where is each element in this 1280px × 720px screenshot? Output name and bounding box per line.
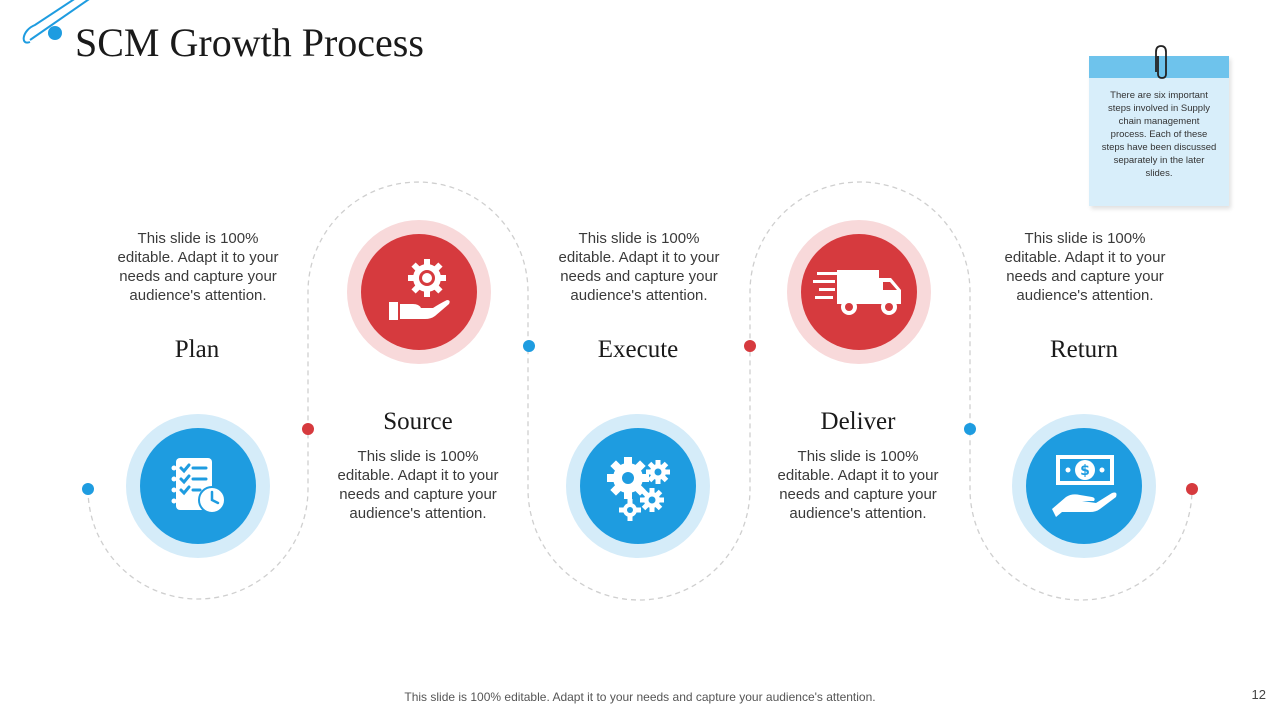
gear-hand-icon [389, 259, 450, 320]
checklist-clock-icon [171, 458, 226, 514]
deliver-description: This slide is 100% editable. Adapt it to… [777, 448, 939, 522]
corner-pin-decoration [22, 0, 90, 44]
source-circle [347, 220, 491, 364]
path-dot [523, 340, 535, 352]
path-dot [82, 483, 94, 495]
plan-description: This slide is 100% editable. Adapt it to… [117, 230, 279, 304]
sticky-note: There are six important steps involved i… [1089, 56, 1229, 206]
source-description: This slide is 100% editable. Adapt it to… [337, 448, 499, 522]
plan-label: Plan [174, 336, 220, 363]
execute-label: Execute [597, 336, 679, 363]
money-hand-icon: $ [1052, 455, 1117, 517]
path-dot [744, 340, 756, 352]
delivery-truck-icon [813, 270, 901, 315]
page-number: 12 [1251, 687, 1266, 702]
sticky-note-header [1089, 56, 1229, 78]
sticky-note-text: There are six important steps involved i… [1101, 90, 1217, 179]
return-description: This slide is 100% editable. Adapt it to… [1004, 230, 1166, 304]
path-dot [302, 423, 314, 435]
execute-circle [566, 414, 710, 558]
path-dot [1186, 483, 1198, 495]
deliver-label: Deliver [820, 408, 896, 435]
deliver-circle [787, 220, 931, 364]
execute-description: This slide is 100% editable. Adapt it to… [558, 230, 720, 304]
gears-icon [607, 457, 670, 521]
return-label: Return [1049, 336, 1119, 363]
paperclip-icon [1155, 45, 1167, 79]
path-dot [964, 423, 976, 435]
footer-text: This slide is 100% editable. Adapt it to… [404, 690, 876, 704]
return-circle: $ [1012, 414, 1156, 558]
source-label: Source [383, 408, 453, 435]
svg-text:$: $ [1080, 463, 1090, 479]
page-title: SCM Growth Process [75, 20, 424, 65]
plan-circle [126, 414, 270, 558]
